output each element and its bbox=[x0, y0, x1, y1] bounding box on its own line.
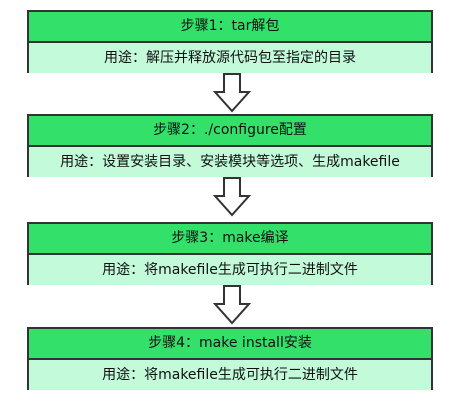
step-3-description: 用途：将makefile生成可执行二进制文件 bbox=[29, 255, 431, 285]
step-2-title: 步骤2：./configure配置 bbox=[29, 116, 431, 147]
step-1-title: 步骤1：tar解包 bbox=[29, 12, 431, 43]
down-arrow-icon bbox=[213, 177, 251, 217]
step-1-description: 用途：解压并释放源代码包至指定的目录 bbox=[29, 43, 431, 73]
step-3-title: 步骤3：make编译 bbox=[29, 224, 431, 255]
step-3-box: 步骤3：make编译 用途：将makefile生成可执行二进制文件 bbox=[27, 222, 433, 285]
step-4-box: 步骤4：make install安装 用途：将makefile生成可执行二进制文… bbox=[27, 327, 433, 390]
down-arrow-icon bbox=[213, 73, 251, 113]
step-4-title: 步骤4：make install安装 bbox=[29, 329, 431, 360]
step-2-box: 步骤2：./configure配置 用途：设置安装目录、安装模块等选项、生成ma… bbox=[27, 114, 433, 177]
down-arrow-icon bbox=[213, 285, 251, 325]
step-1-box: 步骤1：tar解包 用途：解压并释放源代码包至指定的目录 bbox=[27, 10, 433, 73]
step-2-description: 用途：设置安装目录、安装模块等选项、生成makefile bbox=[29, 147, 431, 177]
step-4-description: 用途：将makefile生成可执行二进制文件 bbox=[29, 360, 431, 390]
